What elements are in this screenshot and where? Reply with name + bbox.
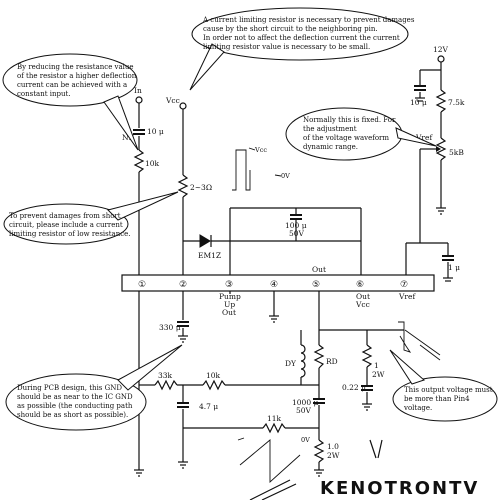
r7-5k-label: 7.5k: [448, 98, 465, 107]
pin3-label-up: Up: [224, 300, 235, 309]
svg-text:should be as near to the IC GN: should be as near to the IC GND: [17, 393, 133, 401]
callout-output-voltage: This output voltage must be more than Pi…: [389, 349, 498, 422]
svg-text:By reducing the resistance val: By reducing the resistance value: [17, 63, 134, 71]
callout-current-limiting-resistor: A current limiting resistor is necessary…: [189, 7, 415, 91]
ic-body: [121, 274, 435, 292]
callout-fixed-vref: Normally this is fixed. For the adjustme…: [285, 107, 437, 161]
pin-1: ①: [138, 280, 146, 290]
brand-watermark: KENOTRONTV: [320, 478, 479, 499]
vcc-label: Vcc: [165, 96, 180, 105]
resistor-10k-b: [202, 379, 226, 391]
cap-10u-b-label: 10 μ: [410, 98, 427, 107]
yoke-coil-dy: [300, 344, 306, 378]
svg-text:current can be achieved with a: current can be achieved with a: [17, 81, 127, 89]
resistor-1-0-2w: [313, 439, 325, 463]
pin-2: ②: [179, 280, 187, 290]
r2-3-label: 2~3Ω: [190, 183, 212, 192]
pin-7: ⑦: [400, 280, 408, 290]
cap-330u-label: 330 μ: [159, 323, 181, 332]
svg-text:circuit, please include a curr: circuit, please include a current: [9, 221, 123, 229]
r11k-label: 11k: [267, 414, 282, 423]
resistor-1-2w: [361, 344, 373, 368]
sawtooth-0v-label: 0V: [301, 436, 310, 444]
in-terminal: [135, 96, 143, 104]
r10k-b-label: 10k: [206, 371, 221, 380]
vref-label: Vref: [415, 133, 433, 142]
v50b-label: 50V: [296, 406, 312, 415]
pin-5: ⑤: [312, 280, 320, 290]
pin3-label-pump: Pump: [219, 292, 241, 301]
svg-text:dynamic range.: dynamic range.: [303, 143, 358, 151]
pin-4: ④: [270, 280, 278, 290]
potentiometer-5kb: [435, 137, 447, 161]
svg-text:be more than Pin4: be more than Pin4: [404, 395, 470, 403]
r10k-label: 10k: [145, 159, 160, 168]
pin6-label-vcc: Vcc: [355, 300, 370, 309]
v12-terminal: [437, 55, 445, 63]
diode-em1z: [199, 234, 211, 248]
np-label: NP: [122, 133, 134, 142]
resistor-7-5k: [435, 89, 447, 113]
dy-label: DY: [285, 359, 297, 368]
pump-waveform: [232, 149, 251, 191]
svg-text:limiting resistor of low resis: limiting resistor of low resistance.: [9, 230, 131, 238]
callout-resistance-value: By reducing the resistance value of the …: [2, 53, 139, 151]
w2-2-label: 2W: [327, 451, 340, 460]
svg-text:voltage.: voltage.: [403, 404, 432, 412]
cap-100u-label: 100 μ: [285, 221, 307, 230]
resistor-10k: [133, 149, 145, 173]
svg-text:of the voltage waveform: of the voltage waveform: [303, 134, 389, 142]
in-label: In: [134, 86, 142, 95]
pin-3: ③: [225, 280, 233, 290]
svg-text:cause by the short circuit to: cause by the short circuit to the neighb…: [203, 25, 378, 33]
pin-6: ⑥: [356, 280, 364, 290]
wave-vcc-label: Vcc: [254, 146, 267, 154]
svg-text:In order not to affect the def: In order not to affect the deflection cu…: [203, 34, 400, 42]
em1z-label: EM1Z: [198, 251, 221, 260]
cap-10u-label: 10 μ: [147, 127, 164, 136]
callout-short-circuit: To prevent damages from short circuit, p…: [3, 191, 179, 245]
r1-0-label: 1.0: [327, 442, 339, 451]
r5kb-label: 5kB: [449, 148, 464, 157]
pin7-label-vref: Vref: [398, 292, 416, 301]
svg-text:A current limiting resistor is: A current limiting resistor is necessary…: [202, 16, 415, 24]
svg-text:constant input.: constant input.: [17, 90, 71, 98]
pin5-label-out: Out: [312, 265, 326, 274]
r1-1-label: 1: [374, 361, 379, 370]
wave-0v-label: 0V: [281, 172, 290, 180]
resistor-11k: [262, 422, 286, 434]
output-waveform: [398, 321, 412, 353]
svg-text:During PCB design, this GND: During PCB design, this GND: [17, 384, 122, 392]
sawtooth-waveform: [239, 439, 301, 484]
w2-1-label: 2W: [372, 370, 385, 379]
svg-text:To prevent damages from short: To prevent damages from short: [9, 212, 121, 220]
callout-pcb-gnd: During PCB design, this GND should be as…: [5, 344, 183, 431]
svg-text:Normally this is fixed. For: Normally this is fixed. For: [303, 116, 396, 124]
cap-1000u-label: 1000 μ: [292, 398, 318, 407]
pin3-label-out: Out: [222, 308, 236, 317]
svg-text:as possible (the conducting pa: as possible (the conducting path: [17, 402, 133, 410]
cap-0-22u-label: 0.22 μ: [342, 383, 366, 392]
svg-text:should be as short as possible: should be as short as possible).: [17, 411, 128, 419]
vcc-terminal: [179, 102, 187, 110]
resistor-33k: [154, 379, 178, 391]
cap-1u-label: 1 μ: [448, 263, 460, 272]
v12-label: 12V: [433, 45, 449, 54]
resistor-2-3ohm: [177, 174, 189, 198]
svg-text:the adjustment: the adjustment: [303, 125, 357, 133]
r33k-label: 33k: [158, 371, 173, 380]
resistor-rd: [313, 344, 325, 369]
v50-label: 50V: [289, 229, 305, 238]
pin6-label-out: Out: [356, 292, 370, 301]
cap-4-7u-label: 4.7 μ: [199, 402, 218, 411]
svg-text:of the resistor a higher defle: of the resistor a higher deflection: [17, 72, 137, 80]
svg-text:This output voltage must: This output voltage must: [404, 386, 493, 394]
svg-text:limiting resistor value is nec: limiting resistor value is necessary to …: [203, 43, 370, 51]
rd-label: RD: [326, 357, 338, 366]
